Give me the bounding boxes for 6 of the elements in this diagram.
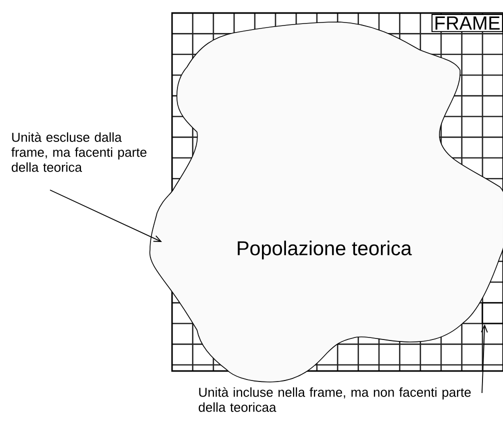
grid-cell: [482, 302, 503, 324]
node-label: Popolazione teorica: [238, 240, 412, 260]
callout-text: Unità incluse nella frame, ma non facenti parte della teoricaa: [198, 387, 471, 412]
leader-arrow: [50, 190, 162, 242]
leader-arrow: [480, 324, 488, 394]
frame-label: FRAME: [432, 14, 503, 32]
